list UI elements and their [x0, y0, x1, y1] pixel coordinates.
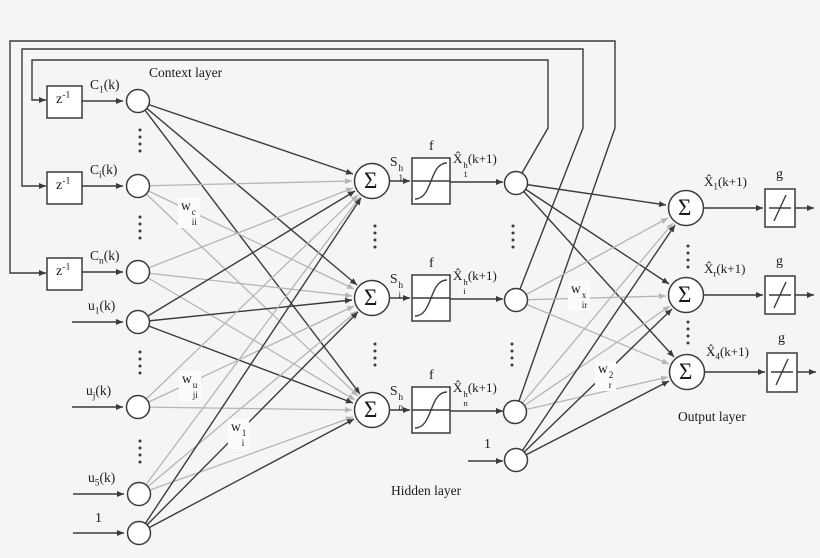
delay-block-1	[46, 85, 83, 119]
output-x1-label: X̂1(k+1)	[704, 174, 747, 192]
output-x4-label: X̂4(k+1)	[706, 344, 749, 362]
hidden-output-connections	[514, 182, 676, 461]
input-bias-label: 1	[95, 511, 102, 526]
dots-input-j-5	[138, 439, 142, 464]
output-sum-1-glyph: Σ	[678, 195, 692, 220]
activation-g-4-label: g	[778, 331, 785, 346]
output-sum-node-1	[667, 189, 705, 227]
activation-f-n-label: f	[429, 368, 434, 383]
dots-input-1-j	[138, 350, 142, 375]
dots-hidden-out-i-n	[510, 342, 514, 367]
feedback-path-n	[9, 40, 616, 402]
nodes	[125, 88, 706, 546]
output-sum-node-r	[667, 276, 705, 314]
dots-context-1-i	[138, 128, 142, 153]
sigmoid-block-1	[411, 157, 451, 205]
feedback-connections	[9, 40, 616, 402]
activation-f-1-label: f	[429, 139, 434, 154]
hidden-sum-node-1	[353, 162, 391, 200]
linear-block-r	[764, 275, 796, 315]
activation-g-1-label: g	[776, 167, 783, 182]
context-input-i-label: Ci(k)	[90, 162, 118, 181]
ellipsis-dots	[138, 128, 690, 464]
sigmoid-block-n	[411, 386, 451, 434]
delay-block-i-label: z-1	[56, 175, 71, 193]
dots-output-1-r	[686, 244, 690, 269]
flow-arrows	[72, 98, 816, 536]
output-sum-r-glyph: Σ	[678, 282, 692, 307]
hidden-sum-n-glyph: Σ	[364, 397, 378, 422]
input-node-u5	[126, 481, 152, 507]
context-layer-label: Context layer	[149, 65, 223, 80]
linear-block-1	[764, 188, 796, 228]
dots-hidden-out-1-i	[511, 224, 515, 249]
output-layer-label: Output layer	[678, 409, 746, 424]
input-uj-label: uj(k)	[86, 383, 112, 402]
hidden-output-node-n	[502, 399, 528, 425]
hidden-sum-i-glyph: Σ	[364, 285, 378, 310]
hidden-bias-node	[503, 447, 529, 473]
delay-block-1-label: z-1	[56, 89, 71, 107]
dots-hidden-sum-1-i	[373, 224, 377, 249]
delay-block-n-label: z-1	[56, 261, 71, 279]
hidden-sum-node-i	[353, 279, 391, 317]
context-node-n	[125, 259, 151, 285]
input-node-u1	[125, 309, 151, 335]
output-xr-label: X̂r(k+1)	[704, 261, 746, 279]
activation-g-r-label: g	[776, 254, 783, 269]
hidden-output-node-i	[503, 287, 529, 313]
feedback-path-1	[31, 59, 549, 174]
hidden-output-node-1	[503, 170, 529, 196]
dots-hidden-sum-i-n	[373, 342, 377, 367]
context-input-1-label: C1(k)	[90, 77, 120, 96]
context-node-i	[125, 173, 151, 199]
hidden-sum-1-glyph: Σ	[364, 168, 378, 193]
input-bias-node	[126, 520, 152, 546]
activation-f-i-label: f	[429, 256, 434, 271]
delay-block-i	[46, 171, 83, 205]
dots-output-r-4	[686, 320, 690, 345]
delay-block-n	[46, 257, 83, 291]
hidden-sum-node-n	[353, 391, 391, 429]
context-node-1	[125, 88, 151, 114]
hidden-bias-label: 1	[484, 437, 491, 452]
input-hidden-connections	[137, 100, 362, 534]
output-sum-node-4	[668, 353, 706, 391]
dots-context-i-n	[138, 215, 142, 240]
input-node-uj	[125, 394, 151, 420]
delay-blocks	[46, 85, 83, 291]
hidden-layer-label: Hidden layer	[391, 483, 462, 498]
input-u1-label: u1(k)	[88, 298, 116, 317]
activation-blocks	[411, 157, 798, 434]
linear-block-4	[766, 352, 798, 393]
output-sum-4-glyph: Σ	[679, 359, 693, 384]
feedback-path-i	[21, 48, 584, 290]
input-u5-label: u5(k)	[88, 470, 116, 489]
sigmoid-block-i	[411, 274, 451, 322]
context-input-n-label: Cn(k)	[90, 248, 120, 267]
